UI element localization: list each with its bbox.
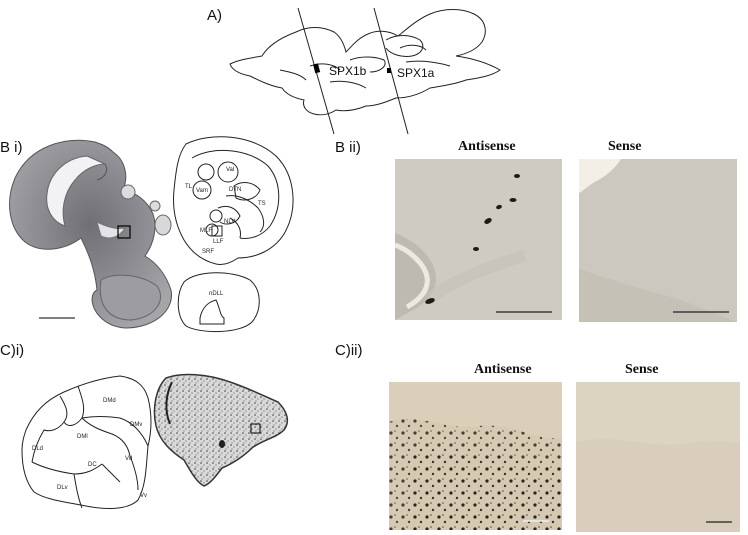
b-ii-sense-title: Sense (608, 139, 642, 154)
region-ndll: nDLL (209, 291, 224, 297)
region-dmv: DMv (130, 422, 143, 428)
region-llf: LLF (213, 239, 224, 245)
roi-box (117, 225, 131, 239)
brain-sagittal-outline (229, 7, 501, 135)
region-vd: Vd (125, 456, 133, 462)
c-ii-sense-title: Sense (625, 362, 659, 377)
c-ii-antisense-title: Antisense (474, 362, 532, 377)
region-dml: DMl (77, 434, 88, 440)
region-dc: DC (88, 462, 97, 468)
brain-section-schematic (173, 136, 294, 333)
spx1a-marker (387, 68, 391, 73)
panel-a-label: A) (207, 7, 222, 24)
region-vam: Vam (196, 188, 208, 194)
telencephalon-section-photo (153, 373, 289, 487)
c-ii-antisense-image (389, 382, 562, 530)
panel-c-ii-label: C)ii) (335, 342, 363, 359)
spx1b-marker (313, 63, 321, 74)
region-tl: TL (185, 184, 193, 190)
region-vv: Vv (140, 493, 148, 499)
region-mlf: MLF (200, 228, 212, 234)
spx1b-label: SPX1b (329, 64, 367, 78)
telencephalon-schematic (21, 375, 152, 509)
region-dld: DLd (32, 446, 44, 452)
panel-c-i-label: C)i) (0, 342, 25, 359)
region-dmd: DMd (103, 398, 116, 404)
panel-b-ii-label: B ii) (335, 139, 361, 156)
spx1a-label: SPX1a (397, 66, 435, 80)
panel-b-i-label: B i) (0, 139, 23, 156)
region-srf: SRF (202, 249, 214, 255)
c-ii-sense-image (576, 382, 740, 532)
region-val: Val (226, 167, 235, 173)
b-ii-antisense-image (395, 159, 562, 320)
c-i-roi-box (250, 423, 261, 434)
b-ii-sense-image (579, 159, 737, 322)
region-dtn: DTN (229, 187, 242, 193)
region-ts: TS (258, 201, 266, 207)
b-ii-antisense-title: Antisense (458, 139, 516, 154)
brain-section-photo (9, 139, 172, 329)
region-nlv: NLV (224, 219, 236, 225)
region-dlv: DLv (57, 485, 68, 491)
